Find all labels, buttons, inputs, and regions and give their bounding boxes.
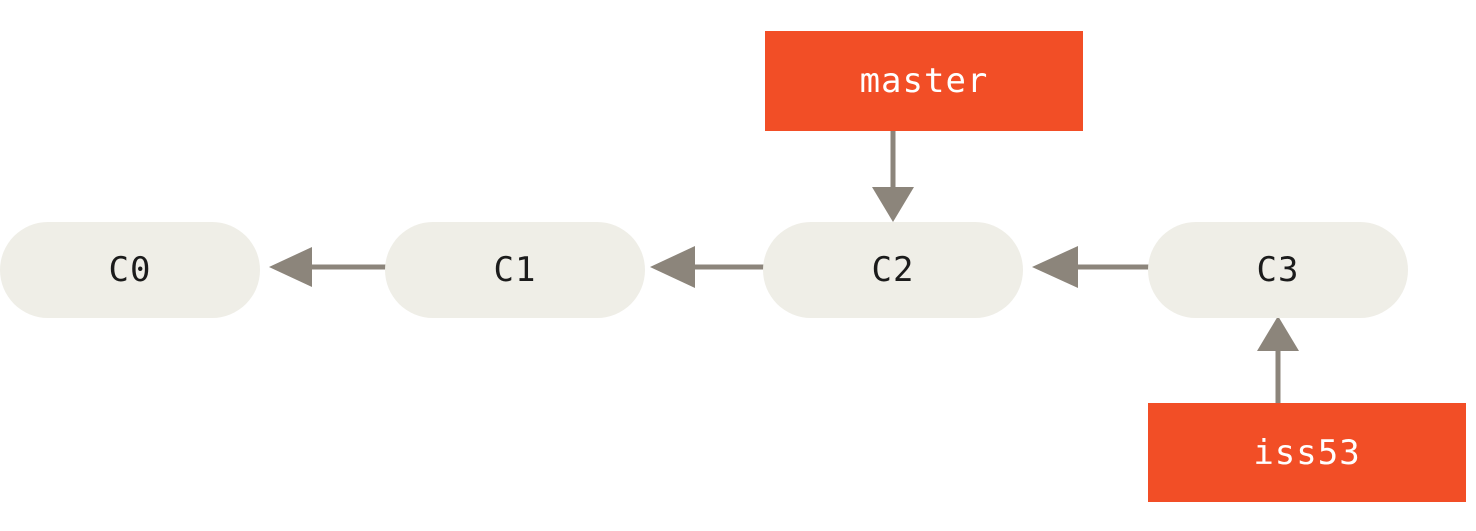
commit-node-c3[interactable]: C3	[1148, 222, 1408, 318]
commit-label: C3	[1256, 250, 1300, 290]
commit-node-c1[interactable]: C1	[385, 222, 645, 318]
commit-label: C2	[871, 250, 915, 290]
edge-master-to-c2	[872, 131, 914, 222]
commit-node-c2[interactable]: C2	[763, 222, 1023, 318]
branch-label-iss53[interactable]: iss53	[1148, 403, 1466, 502]
edge-iss53-to-c3	[1257, 316, 1299, 403]
edge-c3-to-c2	[1032, 246, 1160, 288]
branch-label-master[interactable]: master	[765, 31, 1083, 131]
commit-node-c0[interactable]: C0	[0, 222, 260, 318]
branch-label-text: master	[859, 61, 989, 101]
commit-label: C1	[493, 250, 537, 290]
edge-c1-to-c0	[269, 247, 393, 287]
branch-label-text: iss53	[1253, 432, 1361, 473]
commit-label: C0	[108, 250, 152, 290]
edge-c2-to-c1	[650, 246, 778, 288]
